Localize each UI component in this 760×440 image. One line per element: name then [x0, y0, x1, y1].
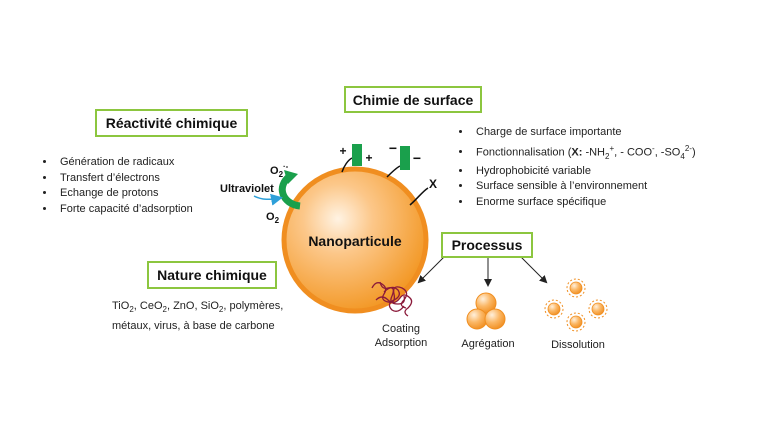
- nature-line-2: métaux, virus, à base de carbone: [112, 320, 275, 333]
- arrow-to-dissolution: [519, 255, 548, 284]
- reactivity-title: Réactivité chimique: [105, 115, 238, 131]
- ligand-x-label: X: [429, 177, 437, 191]
- surface-chemistry-item: Surface sensible à l’environnement: [472, 179, 760, 195]
- surface-chemistry-list: Charge de surface importante Fonctionnal…: [456, 125, 760, 210]
- aggregate-ball-top: [475, 292, 497, 314]
- dissolution-particles: [544, 278, 608, 332]
- arrow-to-coating: [417, 255, 446, 284]
- surface-chemistry-title: Chimie de surface: [352, 91, 474, 108]
- aggregate-ball-right: [484, 308, 506, 330]
- ligand-negative: [400, 146, 410, 170]
- nature-title: Nature chimique: [157, 267, 267, 283]
- coating-strands: [371, 281, 413, 317]
- reactivity-item: Transfert d’électrons: [56, 171, 256, 187]
- surface-chemistry-functionalization: Fonctionnalisation (X: -NH2+, - COO-, -S…: [472, 141, 760, 164]
- nature-text: TiO2, CeO2, ZnO, SiO2, polymères, métaux…: [112, 298, 283, 334]
- surface-chemistry-item: Charge de surface importante: [472, 125, 760, 141]
- charge-minus-outer: −: [389, 140, 397, 156]
- oxygen-arrow-head: [284, 170, 298, 184]
- nature-title-box: Nature chimique: [147, 261, 277, 289]
- process-title: Processus: [451, 237, 523, 253]
- ligand-positive: [352, 144, 362, 166]
- uv-label: Ultraviolet: [220, 183, 274, 195]
- surface-chemistry-item: Hydrophobicité variable: [472, 164, 760, 180]
- process-title-box: Processus: [441, 232, 533, 258]
- aggregation-label: Agrégation: [461, 338, 515, 350]
- superoxide-label: O2·-: [270, 162, 289, 179]
- surface-chemistry-item: Enorme surface spécifique: [472, 195, 760, 211]
- nanoparticle-label: Nanoparticule: [308, 233, 402, 249]
- charge-plus-inner: +: [365, 151, 372, 165]
- nature-line-1: TiO2, CeO2, ZnO, SiO2, polymères,: [112, 300, 284, 315]
- charge-minus-inner: −: [413, 150, 421, 166]
- reactivity-item: Génération de radicaux: [56, 155, 256, 171]
- uv-arrow: [253, 193, 283, 206]
- reactivity-item: Echange de protons: [56, 186, 256, 202]
- ligand-stem-x: [409, 187, 429, 206]
- ligand-stem-positive: [341, 157, 353, 173]
- surface-chemistry-title-box: Chimie de surface: [344, 86, 482, 113]
- dissolution-label: Dissolution: [551, 339, 605, 351]
- ligand-stem-negative: [386, 165, 401, 178]
- reactivity-list: Génération de radicaux Transfert d’élect…: [40, 155, 256, 217]
- oxygen-label: O2: [266, 211, 280, 225]
- coating-label: Coating Adsorption: [374, 323, 428, 349]
- nanoparticle-sphere: [281, 166, 429, 314]
- charge-plus-outer: +: [339, 144, 346, 158]
- reactivity-title-box: Réactivité chimique: [95, 109, 248, 137]
- aggregate-ball-left: [466, 308, 488, 330]
- reactivity-item: Forte capacité d’adsorption: [56, 202, 256, 218]
